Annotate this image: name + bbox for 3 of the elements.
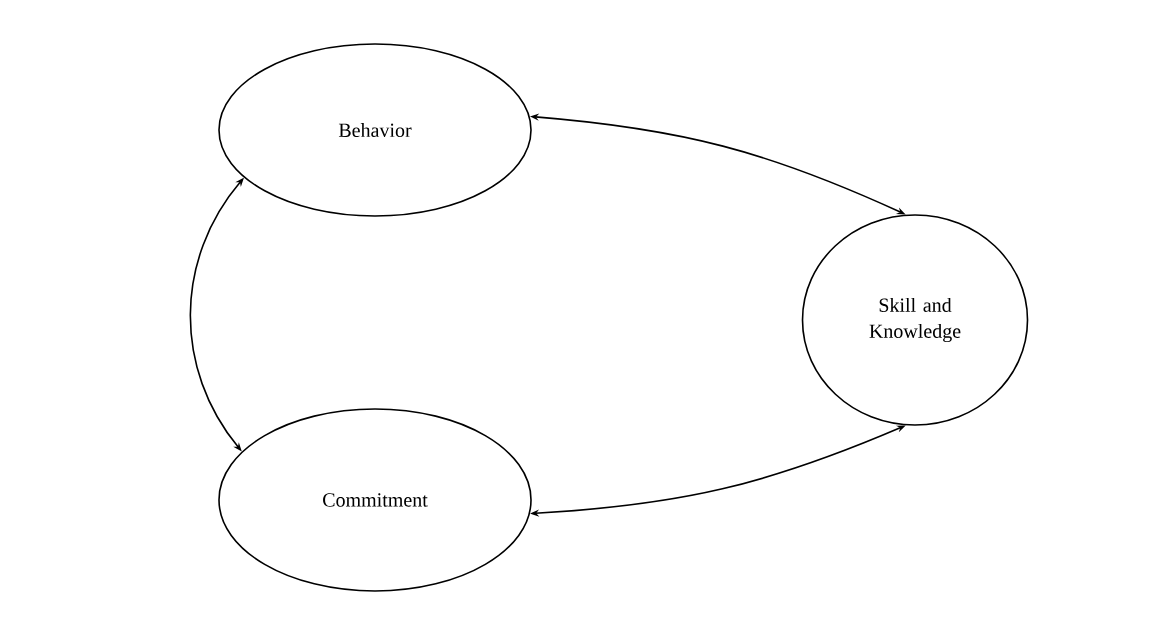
ellipse-node: Skill and Knowledge: [801, 214, 1029, 426]
ellipse-node: Behavior: [218, 43, 532, 217]
ellipse-node: Commitment: [218, 408, 532, 592]
